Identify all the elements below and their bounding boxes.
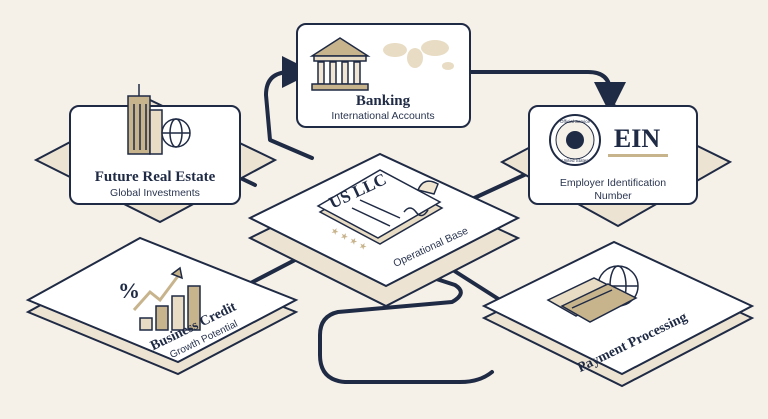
card-ein: Official Service United States EIN Emplo… (499, 102, 733, 228)
real-estate-subtitle: Global Investments (110, 187, 200, 199)
skyscraper-globe-icon (127, 84, 191, 155)
credit-percent-symbol: % (118, 278, 140, 303)
llc-document-icon (316, 169, 444, 245)
banking-subtitle: International Accounts (331, 110, 434, 122)
card-business-credit: % Business Credit Growth Potential (25, 236, 299, 376)
official-seal-icon: Official Service United States (549, 114, 601, 166)
line-loop-bottom (318, 258, 494, 384)
arrow-banking-to-ein (468, 70, 626, 114)
ein-title: EIN (614, 124, 660, 153)
card-payment: Payment Processing (481, 240, 755, 388)
world-map-decoration (383, 40, 454, 70)
arrow-llc-to-banking (264, 56, 314, 160)
card-us-llc: US LLC ★ ★ ★ ★ Operational Base (247, 152, 521, 308)
ein-subtitle-line1: Employer Identification (560, 177, 666, 189)
growth-chart-icon (132, 266, 201, 331)
ein-subtitle-line2: Number (594, 190, 632, 202)
seal-top-text: Official Service (560, 119, 590, 124)
banking-title: Banking (356, 93, 411, 109)
bank-building-icon (309, 37, 371, 91)
card-real-estate: Future Real Estate Global Investments (33, 84, 278, 224)
seal-bottom-text: United States (561, 158, 589, 163)
card-banking: Banking International Accounts (296, 23, 471, 128)
payment-card-icon (546, 265, 639, 323)
ein-underline (608, 154, 668, 157)
real-estate-title: Future Real Estate (95, 169, 216, 185)
